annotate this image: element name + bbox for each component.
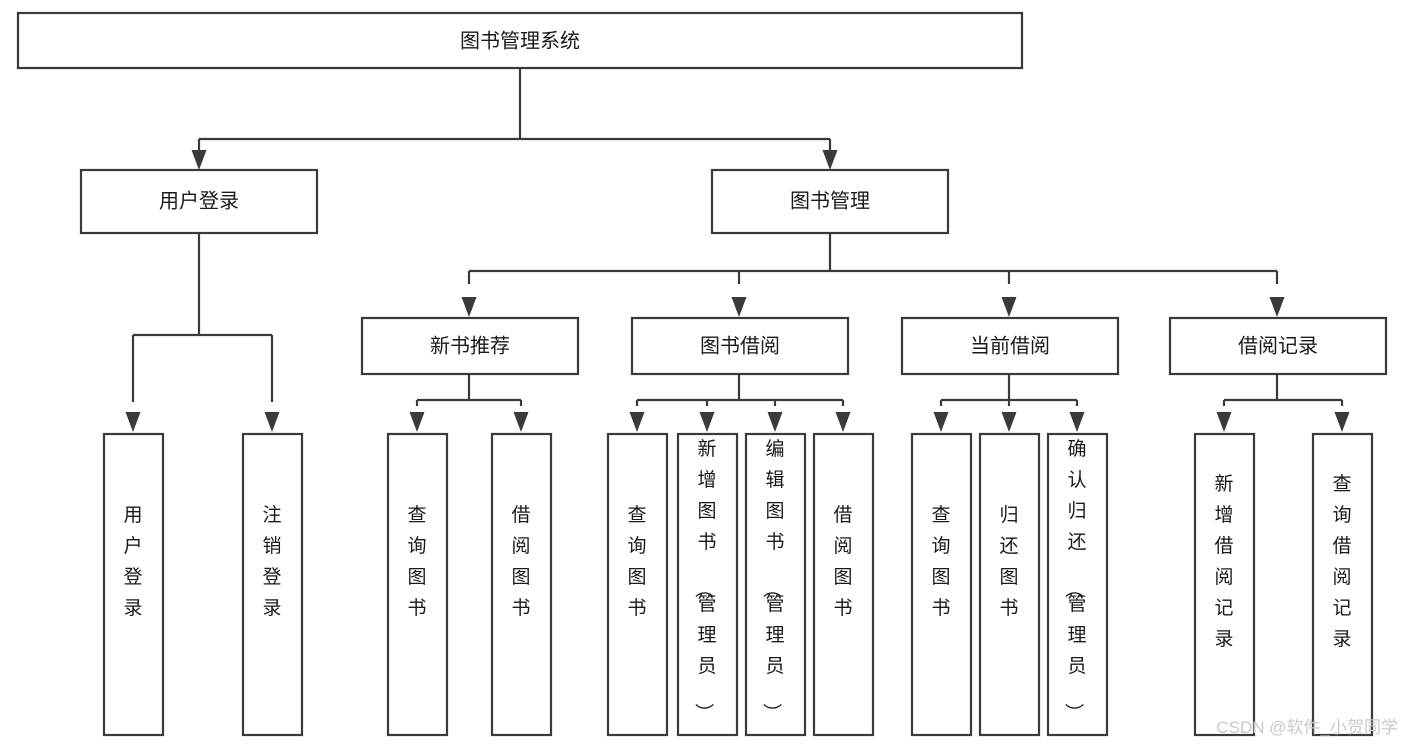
leaf-query-book-1-label: 查询图书 <box>407 504 426 619</box>
leaf-borrow-book-2-label: 借阅图书 <box>833 504 852 619</box>
connector-layer <box>125 68 1350 432</box>
leaf-logout-label: 注销登录 <box>262 504 281 619</box>
arrow-leaf-query-book-1 <box>409 412 425 432</box>
node-leaf-confirm-return[interactable]: 确认归还（管理员） <box>1046 432 1109 737</box>
leaf-query-record-box[interactable] <box>1311 432 1374 737</box>
leaf-return-book-box[interactable] <box>978 432 1041 737</box>
arrow-to-borrow-record <box>1269 297 1285 317</box>
leaf-add-book-label: 新增图书（管理员） <box>692 438 716 722</box>
node-leaf-query-book-1[interactable]: 查询图书 <box>386 432 449 737</box>
arrow-leaf-add-record <box>1216 412 1232 432</box>
leaf-add-record-label: 新增借阅记录 <box>1214 473 1233 650</box>
arrow-leaf-query-record <box>1334 412 1350 432</box>
arrow-to-user-login <box>191 150 207 170</box>
leaf-borrow-book-1-label: 借阅图书 <box>511 504 530 619</box>
user-login-box[interactable] <box>79 168 319 235</box>
node-leaf-query-book-2[interactable]: 查询图书 <box>606 432 669 737</box>
borrow-record-label: 借阅记录 <box>1238 334 1318 357</box>
node-leaf-return-book[interactable]: 归还图书 <box>978 432 1041 737</box>
arrow-to-new-book-recommend <box>461 297 477 317</box>
node-leaf-add-record[interactable]: 新增借阅记录 <box>1193 432 1256 737</box>
new-book-recommend-box[interactable] <box>360 316 580 376</box>
current-borrow-label: 当前借阅 <box>970 334 1050 357</box>
node-leaf-query-book-3[interactable]: 查询图书 <box>910 432 973 737</box>
leaf-edit-book-label: 编辑图书（管理员） <box>760 438 784 722</box>
node-user-login[interactable]: 用户登录 <box>79 168 319 235</box>
node-book-borrow[interactable]: 图书借阅 <box>630 316 850 376</box>
arrow-leaf-logout <box>264 412 280 432</box>
arrow-leaf-return-book <box>1001 412 1017 432</box>
arrow-to-current-borrow <box>1001 297 1017 317</box>
book-borrow-box[interactable] <box>630 316 850 376</box>
arrow-leaf-confirm-return <box>1069 412 1085 432</box>
node-leaf-borrow-book-1[interactable]: 借阅图书 <box>490 432 553 737</box>
node-new-book-recommend[interactable]: 新书推荐 <box>360 316 580 376</box>
arrow-leaf-edit-book <box>767 412 783 432</box>
csdn-watermark: CSDN @软件_小贺同学 <box>1216 718 1398 737</box>
leaf-query-book-2-box[interactable] <box>606 432 669 737</box>
leaf-query-book-3-box[interactable] <box>910 432 973 737</box>
node-root[interactable]: 图书管理系统 <box>16 11 1024 70</box>
arrow-to-book-management <box>822 150 838 170</box>
book-borrow-label: 图书借阅 <box>700 334 780 357</box>
leaf-user-login-box[interactable] <box>102 432 165 737</box>
arrow-leaf-borrow-book-1 <box>513 412 529 432</box>
leaf-query-book-1-box[interactable] <box>386 432 449 737</box>
leaf-borrow-book-1-box[interactable] <box>490 432 553 737</box>
book-management-label: 图书管理 <box>790 189 870 212</box>
arrow-to-book-borrow <box>731 297 747 317</box>
leaf-query-book-3-label: 查询图书 <box>931 504 950 619</box>
node-borrow-record[interactable]: 借阅记录 <box>1168 316 1388 376</box>
leaf-confirm-return-label: 确认归还（管理员） <box>1062 438 1086 722</box>
leaf-add-book-box[interactable] <box>676 432 739 737</box>
node-book-management[interactable]: 图书管理 <box>710 168 950 235</box>
leaf-confirm-return-box[interactable] <box>1046 432 1109 737</box>
root-label: 图书管理系统 <box>460 29 580 52</box>
leaf-query-book-2-label: 查询图书 <box>627 504 646 619</box>
node-leaf-user-login[interactable]: 用户登录 <box>102 432 165 737</box>
arrow-leaf-query-book-3 <box>933 412 949 432</box>
user-login-label: 用户登录 <box>159 189 239 212</box>
leaf-user-login-label: 用户登录 <box>123 505 142 619</box>
node-current-borrow[interactable]: 当前借阅 <box>900 316 1120 376</box>
arrow-leaf-user-login <box>125 412 141 432</box>
root-box[interactable] <box>16 11 1024 70</box>
node-leaf-logout[interactable]: 注销登录 <box>241 432 304 737</box>
leaf-borrow-book-2-box[interactable] <box>812 432 875 737</box>
leaf-add-record-box[interactable] <box>1193 432 1256 737</box>
leaf-return-book-label: 归还图书 <box>999 504 1018 619</box>
node-leaf-borrow-book-2[interactable]: 借阅图书 <box>812 432 875 737</box>
leaf-logout-box[interactable] <box>241 432 304 737</box>
node-leaf-add-book[interactable]: 新增图书（管理员） <box>676 432 739 737</box>
arrow-leaf-add-book <box>699 412 715 432</box>
arrow-leaf-query-book-2 <box>629 412 645 432</box>
book-management-box[interactable] <box>710 168 950 235</box>
node-leaf-query-record[interactable]: 查询借阅记录 <box>1311 432 1374 737</box>
leaf-edit-book-box[interactable] <box>744 432 807 737</box>
arrow-leaf-borrow-book-2 <box>835 412 851 432</box>
node-leaf-edit-book[interactable]: 编辑图书（管理员） <box>744 432 807 737</box>
borrow-record-box[interactable] <box>1168 316 1388 376</box>
leaf-query-record-label: 查询借阅记录 <box>1332 473 1351 650</box>
new-book-recommend-label: 新书推荐 <box>430 334 510 357</box>
current-borrow-box[interactable] <box>900 316 1120 376</box>
